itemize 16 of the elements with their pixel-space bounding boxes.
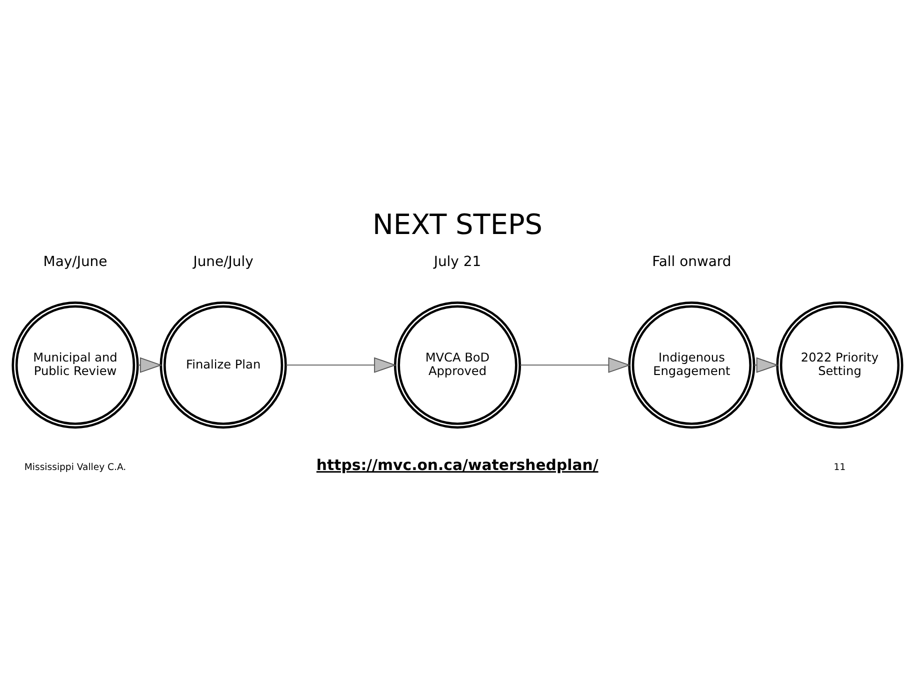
node-circle: 2022 Priority Setting	[776, 302, 904, 429]
node-circle: Municipal and Public Review	[12, 302, 139, 429]
label: https://mvc.on.ca/watershedplan/	[316, 456, 598, 474]
label: Mississippi Valley C.A.	[24, 462, 126, 473]
label: 11	[834, 462, 846, 473]
node-circle: MVCA BoD Approved	[394, 302, 522, 429]
node-label: May/June	[43, 254, 108, 270]
node-label: June/July	[193, 254, 254, 270]
diagram-title: NEXT STEPS	[372, 208, 543, 241]
node-circle: Indigenous Engagement	[628, 302, 756, 429]
node-label: Fall onward	[652, 254, 732, 270]
arrow	[754, 357, 779, 373]
node-circle: Finalize Plan	[160, 302, 287, 429]
node-label: July 21	[434, 254, 482, 270]
arrow	[520, 357, 631, 373]
arrow	[285, 357, 396, 373]
